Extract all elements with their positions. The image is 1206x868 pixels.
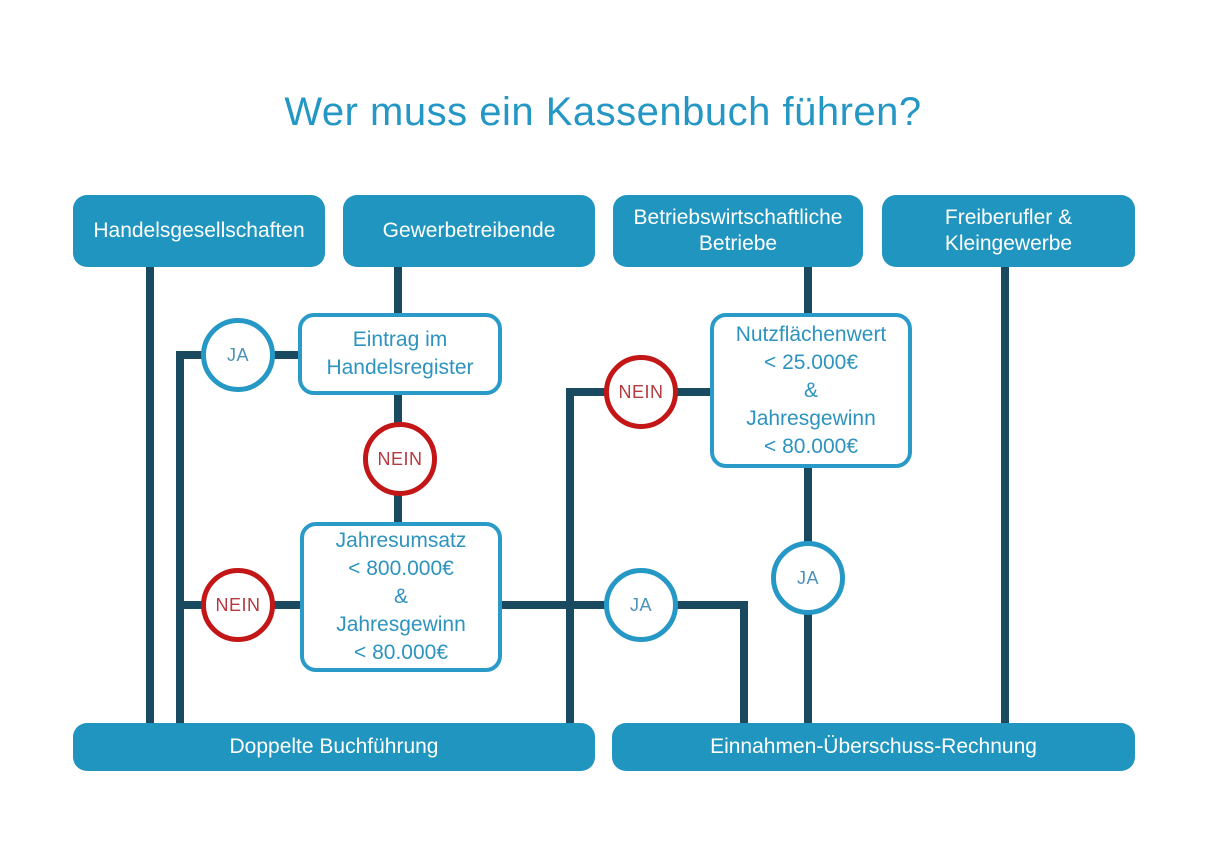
- ja-label: JA: [226, 344, 249, 365]
- nein-label: NEIN: [377, 448, 423, 469]
- connector-handelsgesellschaften-doppelte: [146, 263, 154, 724]
- connector-ja-jahresumsatz-einnahmen: [740, 601, 748, 724]
- connector-nein-nutzflaeche-doppelte: [566, 388, 574, 724]
- decision-box-nutzflaechenwert: Nutzflächenwert < 25.000€ & Jahresgewinn…: [710, 313, 912, 468]
- answer-circle-ja-handelsregister: JA: [201, 318, 275, 392]
- outcome-box-doppelte-buchfuehrung: Doppelte Buchführung: [73, 723, 595, 771]
- connector-gewerbetreibende-handelsregister: [394, 263, 402, 316]
- source-box-handelsgesellschaften: Handelsgesellschaften: [73, 195, 325, 267]
- outcome-box-einnahmen-ueberschuss-rechnung: Einnahmen-Überschuss-Rechnung: [612, 723, 1135, 771]
- decision-label-handelsregister: Eintrag im Handelsregister: [326, 328, 474, 379]
- connector-betriebswirtschaftliche-nutzflaeche: [804, 263, 812, 316]
- source-box-betriebswirtschaftliche: Betriebswirtschaftliche Betriebe: [613, 195, 863, 267]
- outcome-label-einnahmen-ueberschuss-rechnung: Einnahmen-Überschuss-Rechnung: [710, 735, 1037, 758]
- connector-left-rail-doppelte: [176, 351, 184, 724]
- source-box-freiberufler: Freiberufler & Kleingewerbe: [882, 195, 1135, 267]
- decision-box-handelsregister: Eintrag im Handelsregister: [298, 313, 502, 395]
- source-label-freiberufler: Freiberufler & Kleingewerbe: [944, 206, 1073, 255]
- outcome-label-doppelte-buchfuehrung: Doppelte Buchführung: [229, 735, 439, 758]
- answer-circle-nein-nutzflaechenwert: NEIN: [604, 355, 678, 429]
- answer-circle-ja-nutzflaechenwert: JA: [771, 541, 845, 615]
- source-label-betriebswirtschaftliche: Betriebswirtschaftliche Betriebe: [633, 206, 843, 255]
- flowchart-title: Wer muss ein Kassenbuch führen?: [284, 90, 922, 134]
- ja-label: JA: [796, 567, 819, 588]
- source-label-gewerbetreibende: Gewerbetreibende: [382, 219, 556, 242]
- answer-circle-ja-jahresumsatz: JA: [604, 568, 678, 642]
- source-label-handelsgesellschaften: Handelsgesellschaften: [93, 219, 305, 242]
- nein-label: NEIN: [618, 381, 664, 402]
- decision-label-nutzflaechenwert: Nutzflächenwert < 25.000€ & Jahresgewinn…: [735, 322, 887, 458]
- decision-label-jahresumsatz: Jahresumsatz < 800.000€ & Jahresgewinn <…: [335, 529, 467, 664]
- decision-box-jahresumsatz: Jahresumsatz < 800.000€ & Jahresgewinn <…: [300, 522, 502, 672]
- answer-circle-nein-jahresumsatz: NEIN: [201, 568, 275, 642]
- nein-label: NEIN: [215, 594, 261, 615]
- source-box-gewerbetreibende: Gewerbetreibende: [343, 195, 595, 267]
- ja-label: JA: [629, 594, 652, 615]
- connector-freiberufler-einnahmen: [1001, 263, 1009, 724]
- answer-circle-nein-handelsregister: NEIN: [363, 422, 437, 496]
